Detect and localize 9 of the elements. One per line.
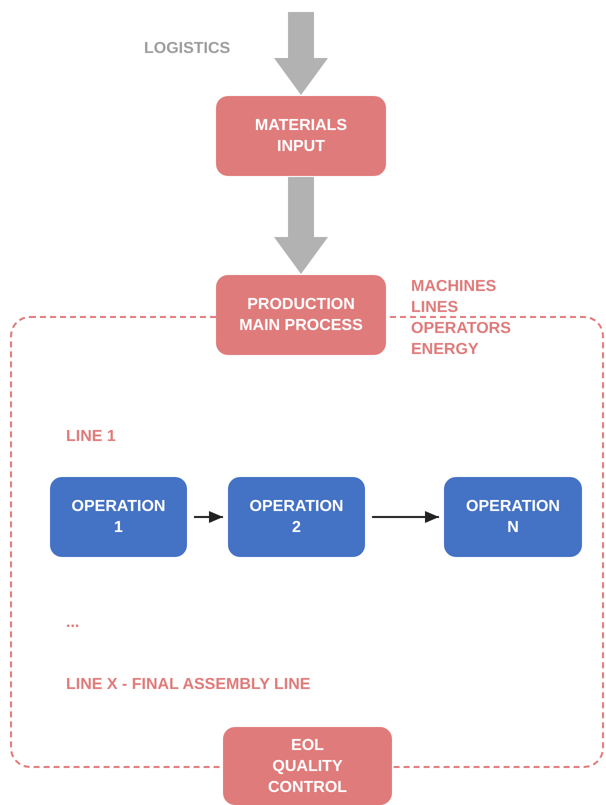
- ellipsis-label: ...: [66, 613, 80, 633]
- line-label: LINE 1: [66, 427, 116, 447]
- process-box: MATERIALS INPUT: [216, 96, 386, 176]
- operation-box: OPERATION N: [444, 477, 582, 557]
- process-box: PRODUCTION MAIN PROCESS: [216, 275, 386, 355]
- line-label: LINE X - FINAL ASSEMBLY LINE: [66, 675, 310, 695]
- process-box: EOL QUALITY CONTROL: [223, 727, 392, 805]
- operation-box: OPERATION 2: [228, 477, 365, 557]
- operation-box: OPERATION 1: [50, 477, 187, 557]
